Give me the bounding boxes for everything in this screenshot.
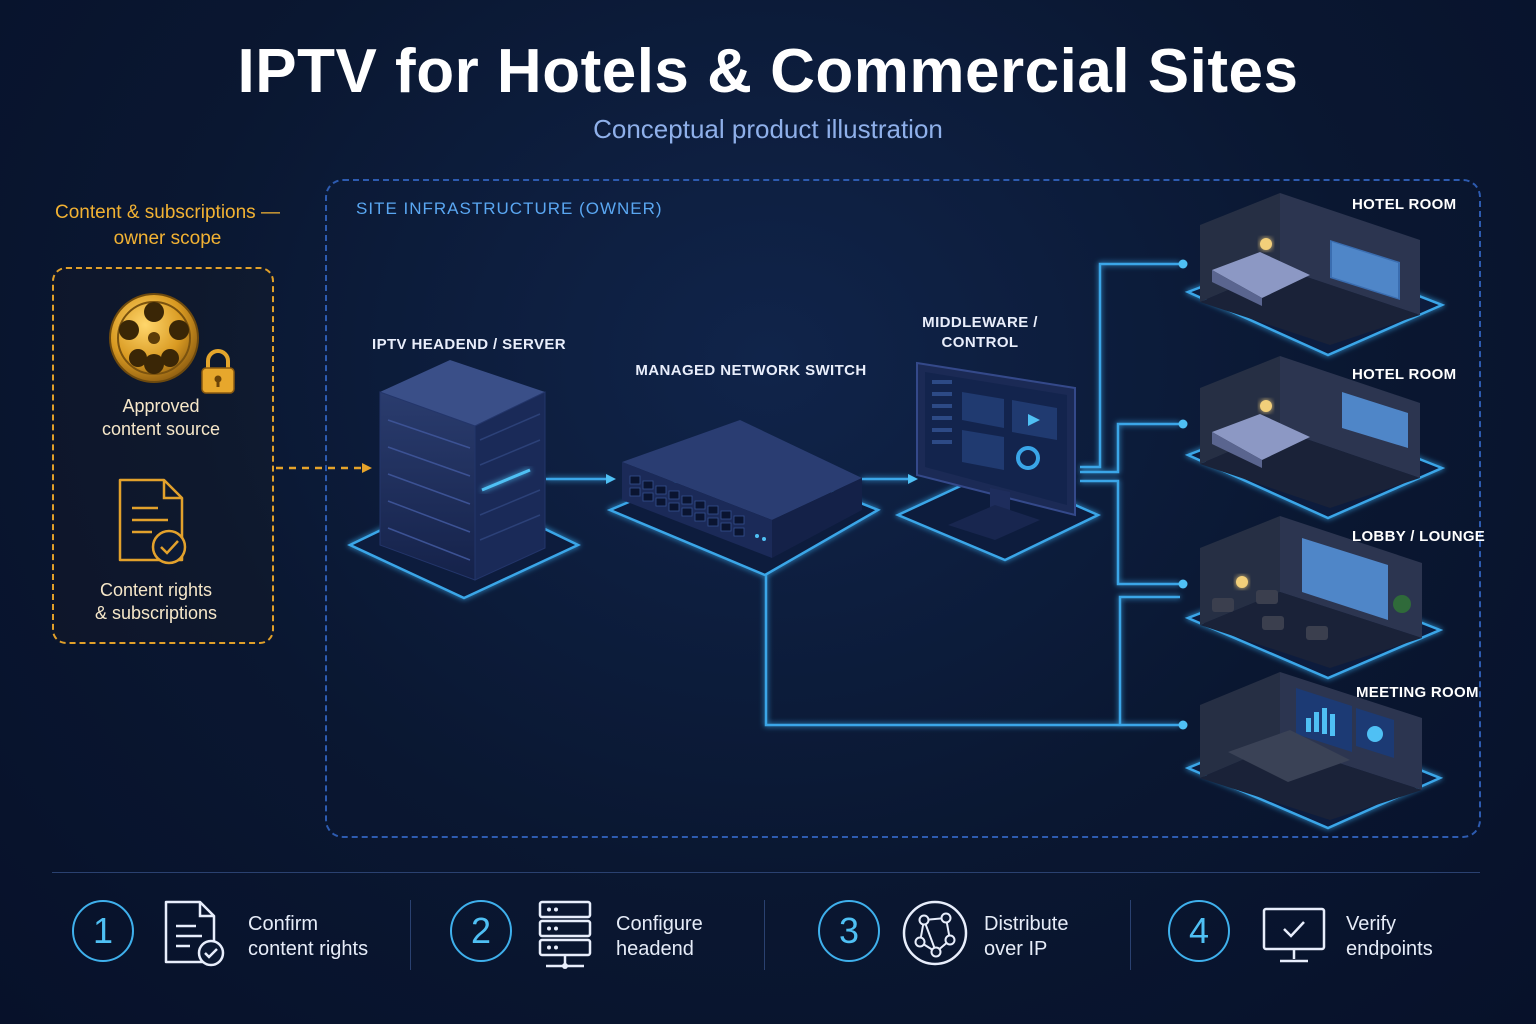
document-check-icon (164, 900, 225, 967)
step-separator (764, 900, 765, 970)
hotel-room-1 (1184, 193, 1446, 357)
page-subtitle: Conceptual product illustration (593, 114, 943, 144)
step-1-text: Confirm content rights (248, 913, 369, 960)
monitor-check-icon (1262, 907, 1326, 963)
film-reel-icon (109, 293, 199, 383)
switch-label: MANAGED NETWORK SWITCH (635, 362, 867, 379)
lobby-lounge (1184, 516, 1444, 680)
step-separator (1130, 900, 1131, 970)
page-title: IPTV for Hotels & Commercial Sites (237, 37, 1299, 106)
owner-caption-line2: owner scope (113, 228, 222, 249)
ip-links (546, 262, 1180, 727)
owner-scope-box (52, 267, 274, 644)
step-4-text: Verify endpoints (1346, 913, 1433, 960)
managed-network-switch (606, 420, 881, 577)
step-1-number: 1 (72, 900, 134, 962)
document-check-icon (118, 478, 187, 565)
network-globe-icon (902, 900, 968, 966)
step-3-text: Distribute over IP (984, 913, 1069, 960)
approved-content-source-label: Approved content source (101, 396, 221, 439)
lock-icon (201, 349, 235, 394)
step-2-number: 2 (450, 900, 512, 962)
owner-caption-line1: Content & subscriptions — (55, 202, 280, 223)
meeting-room (1184, 672, 1444, 830)
middleware-control-monitor (894, 361, 1101, 562)
headend-label: IPTV HEADEND / SERVER (372, 336, 566, 353)
room-label: LOBBY / LOUNGE (1352, 528, 1486, 545)
step-2-text: Configure headend (616, 913, 703, 960)
room-label: MEETING ROOM (1356, 684, 1479, 701)
site-infrastructure-label: SITE INFRASTRUCTURE (OWNER) (356, 199, 663, 218)
hotel-room-2 (1184, 356, 1446, 520)
iptv-headend-server (347, 360, 581, 600)
room-label: HOTEL ROOM (1352, 196, 1457, 213)
step-3-number: 3 (818, 900, 880, 962)
step-separator (410, 900, 411, 970)
owner-to-headend-link (276, 463, 372, 473)
server-stack-icon (538, 900, 592, 969)
site-infrastructure-frame (325, 179, 1481, 838)
content-rights-label: Content rights & subscriptions (94, 580, 218, 623)
middleware-label: MIDDLEWARE / CONTROL (922, 314, 1038, 351)
step-4-number: 4 (1168, 900, 1230, 962)
steps-divider (52, 872, 1480, 873)
owner-scope-caption: Content & subscriptions — owner scope (40, 200, 295, 252)
room-label: HOTEL ROOM (1352, 366, 1457, 383)
